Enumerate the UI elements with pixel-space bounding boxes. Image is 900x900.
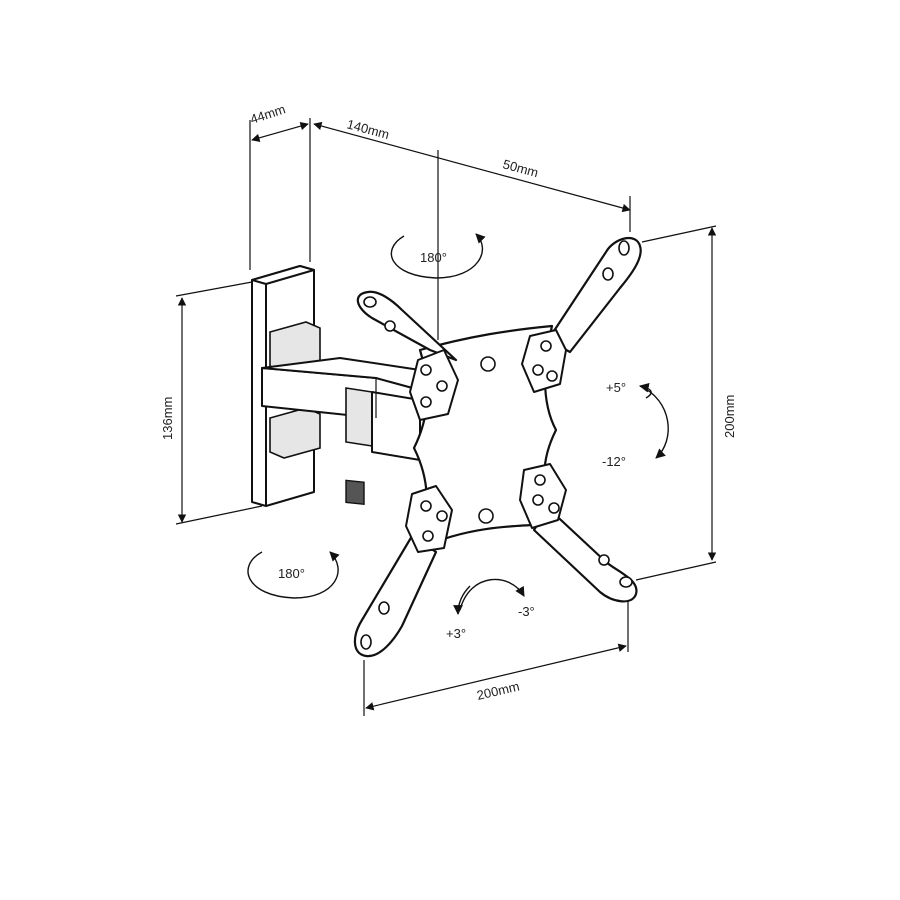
- level-minus-label: -3°: [518, 604, 535, 619]
- dimension-lines: [175, 118, 717, 716]
- swing-arm: [261, 357, 421, 506]
- wall-plate-height-label: 136mm: [160, 397, 175, 440]
- vesa-plate: [353, 236, 642, 658]
- swivel-bottom-label: 180°: [278, 566, 305, 581]
- swivel-top-label: 180°: [420, 250, 447, 265]
- level-plus-label: +3°: [446, 626, 466, 641]
- tilt-up-label: +5°: [606, 380, 626, 395]
- rotation-arrows: [247, 233, 669, 615]
- vesa-width-label: 200mm: [475, 679, 521, 703]
- wall-plate-depth-label: 44mm: [248, 101, 287, 126]
- vesa-height-label: 200mm: [722, 395, 737, 438]
- tilt-down-label: -12°: [602, 454, 626, 469]
